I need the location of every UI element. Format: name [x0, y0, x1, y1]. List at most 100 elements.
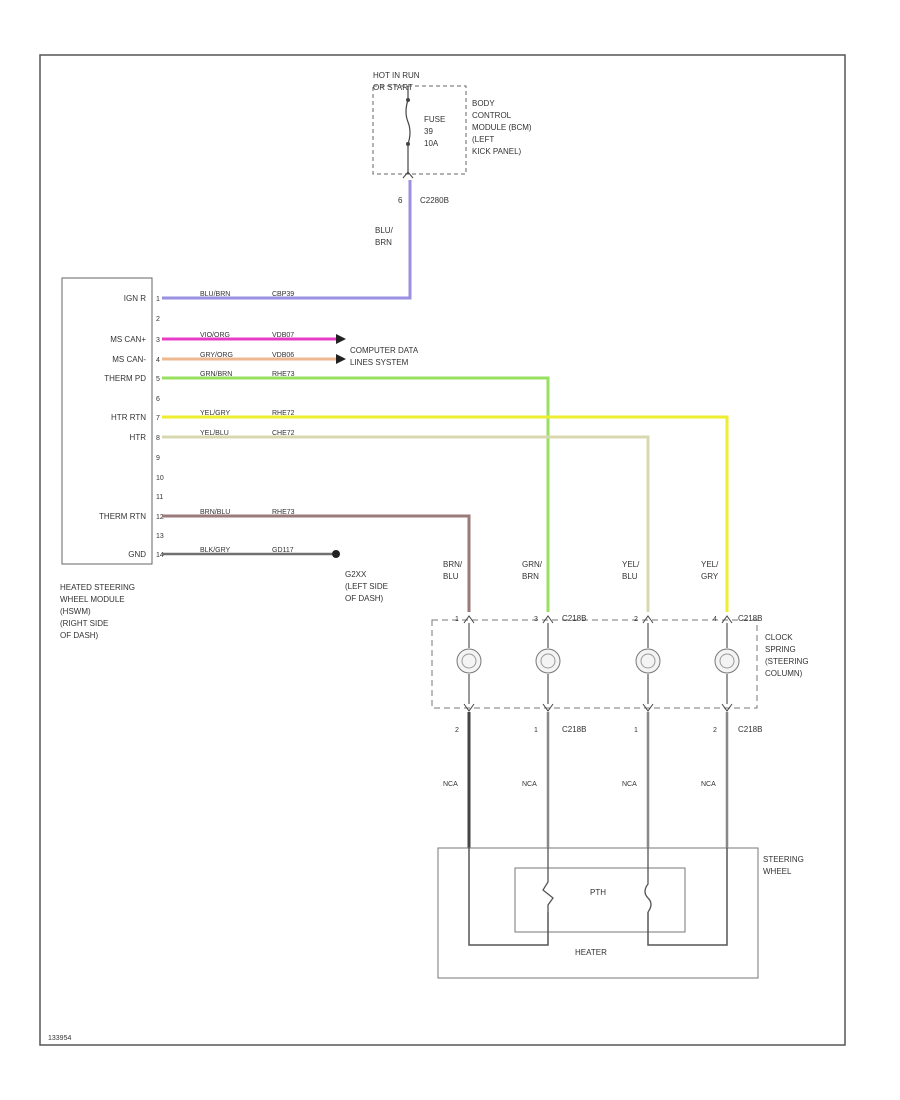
wire-circuit-label: RHE73 [272, 509, 295, 516]
heater-label: HEATER [575, 948, 607, 957]
bcm-label-2: CONTROL [472, 111, 512, 120]
bcm-label-1: BODY [472, 99, 495, 108]
pin-number: 8 [156, 435, 160, 442]
wire-htr [162, 435, 650, 612]
channel-pin-bottom: 1 [634, 727, 638, 734]
pin-number: 1 [156, 296, 160, 303]
connector-top-symbol [542, 615, 554, 624]
wire-circuit-label: VDB07 [272, 332, 294, 339]
lower-wire-label: NCA [622, 781, 637, 788]
module-name-2: WHEEL MODULE [60, 595, 125, 604]
heater-loop-right [647, 848, 728, 946]
pin-number: 3 [156, 337, 160, 344]
clockspring-channels: BRN/BLU12NCAGRN/BRN31NCAYEL/BLU21NCAYEL/… [443, 560, 740, 848]
feed-wire-color-2: BRN [375, 238, 392, 247]
channel-color-1: YEL/ [701, 560, 719, 569]
wire-color-label: YEL/BLU [200, 430, 229, 437]
steering-wheel-label-2: WHEEL [763, 867, 792, 876]
pin-label: MS CAN- [112, 355, 146, 364]
channel-pin-top: 1 [455, 616, 459, 623]
clockspring-coil [535, 648, 561, 674]
cds-label-2: LINES SYSTEM [350, 358, 409, 367]
clockspring-outline [431, 619, 758, 709]
channel-color-2: GRY [701, 572, 719, 581]
fuse-label-1: FUSE [424, 115, 445, 124]
connector-bottom-symbol [721, 703, 733, 712]
pin-number: 11 [156, 494, 163, 501]
heater-loop-left [468, 848, 549, 946]
wire-circuit-label: CBP39 [272, 291, 294, 298]
fuse-box-header-1: HOT IN RUN [373, 71, 420, 80]
diagram-id: 133954 [48, 1035, 71, 1042]
bcm-label-3: MODULE (BCM) [472, 123, 532, 132]
wire-ign-feed [162, 180, 412, 300]
channel-pin-top: 2 [634, 616, 638, 623]
diagram-frame [39, 54, 846, 1046]
connector-top-symbol [463, 615, 475, 624]
wire-color-label: VIO/ORG [200, 332, 230, 339]
sensor-label: PTH [590, 888, 606, 897]
module-outline [61, 277, 153, 565]
wire-color-label: YEL/GRY [200, 410, 231, 417]
channel-color-1: YEL/ [622, 560, 640, 569]
clockspring-label-3: (STEERING [765, 657, 809, 666]
wire-color-label: GRN/BRN [200, 371, 232, 378]
fuse-connector-symbol [402, 171, 414, 179]
wire-color-label: BLU/BRN [200, 291, 230, 298]
pin-number: 12 [156, 514, 164, 521]
channel-pin-bottom: 1 [534, 727, 538, 734]
clockspring-coil-inner [540, 653, 556, 669]
pin-label: GND [128, 550, 146, 559]
module-wires [162, 334, 729, 612]
channel-color-2: BLU [443, 572, 459, 581]
clockspring-connector-bottom: C218B [562, 725, 586, 734]
channel-pin-bottom: 2 [713, 727, 717, 734]
clockspring-coil-inner [640, 653, 656, 669]
bcm-label-5: KICK PANEL) [472, 147, 522, 156]
connector-bottom-symbol [542, 703, 554, 712]
clockspring-coil [635, 648, 661, 674]
pin-label: IGN R [124, 294, 146, 303]
pin-number: 14 [156, 552, 164, 559]
pin-label: HTR RTN [111, 413, 146, 422]
wire-circuit-label: RHE73 [272, 371, 295, 378]
fuse-label-2: 39 [424, 127, 433, 136]
channel-color-2: BRN [522, 572, 539, 581]
heater-element-symbol [644, 848, 652, 913]
channel-color-1: BRN/ [443, 560, 463, 569]
clockspring-coil-inner [461, 653, 477, 669]
channel-pin-top: 3 [534, 616, 538, 623]
cds-label-1: COMPUTER DATA [350, 346, 419, 355]
pin-number: 7 [156, 415, 160, 422]
module-name-3: (HSWM) [60, 607, 91, 616]
clockspring: CLOCK SPRING (STEERING COLUMN) C218B C21… [431, 560, 809, 848]
thermistor-symbol [542, 848, 554, 912]
connector-bottom-symbol [463, 703, 475, 712]
pin-number: 2 [156, 316, 160, 323]
pin-label: THERM RTN [99, 512, 146, 521]
ground-point [332, 550, 340, 558]
pin-number: 10 [156, 475, 164, 482]
bcm-label-4: (LEFT [472, 135, 494, 144]
channel-pin-bottom: 2 [455, 727, 459, 734]
channel-pin-top: 4 [713, 616, 717, 623]
fuse-terminal-top [406, 98, 410, 102]
wire-htr-rtn [162, 415, 729, 612]
wire-circuit-label: CHE72 [272, 430, 295, 437]
fuse-label-3: 10A [424, 139, 439, 148]
clockspring-label-2: SPRING [765, 645, 796, 654]
clockspring-connector-top: C218B [562, 614, 586, 623]
fuse-connector-pin: 6 [398, 196, 403, 205]
connector-top-symbol [642, 615, 654, 624]
clockspring-coil [714, 648, 740, 674]
module-name-4: (RIGHT SIDE [60, 619, 108, 628]
pin-label: MS CAN+ [110, 335, 146, 344]
fuse-symbol [405, 99, 411, 145]
module-name-1: HEATED STEERING [60, 583, 135, 592]
channel-color-2: BLU [622, 572, 638, 581]
wire-therm-pd [162, 376, 550, 612]
